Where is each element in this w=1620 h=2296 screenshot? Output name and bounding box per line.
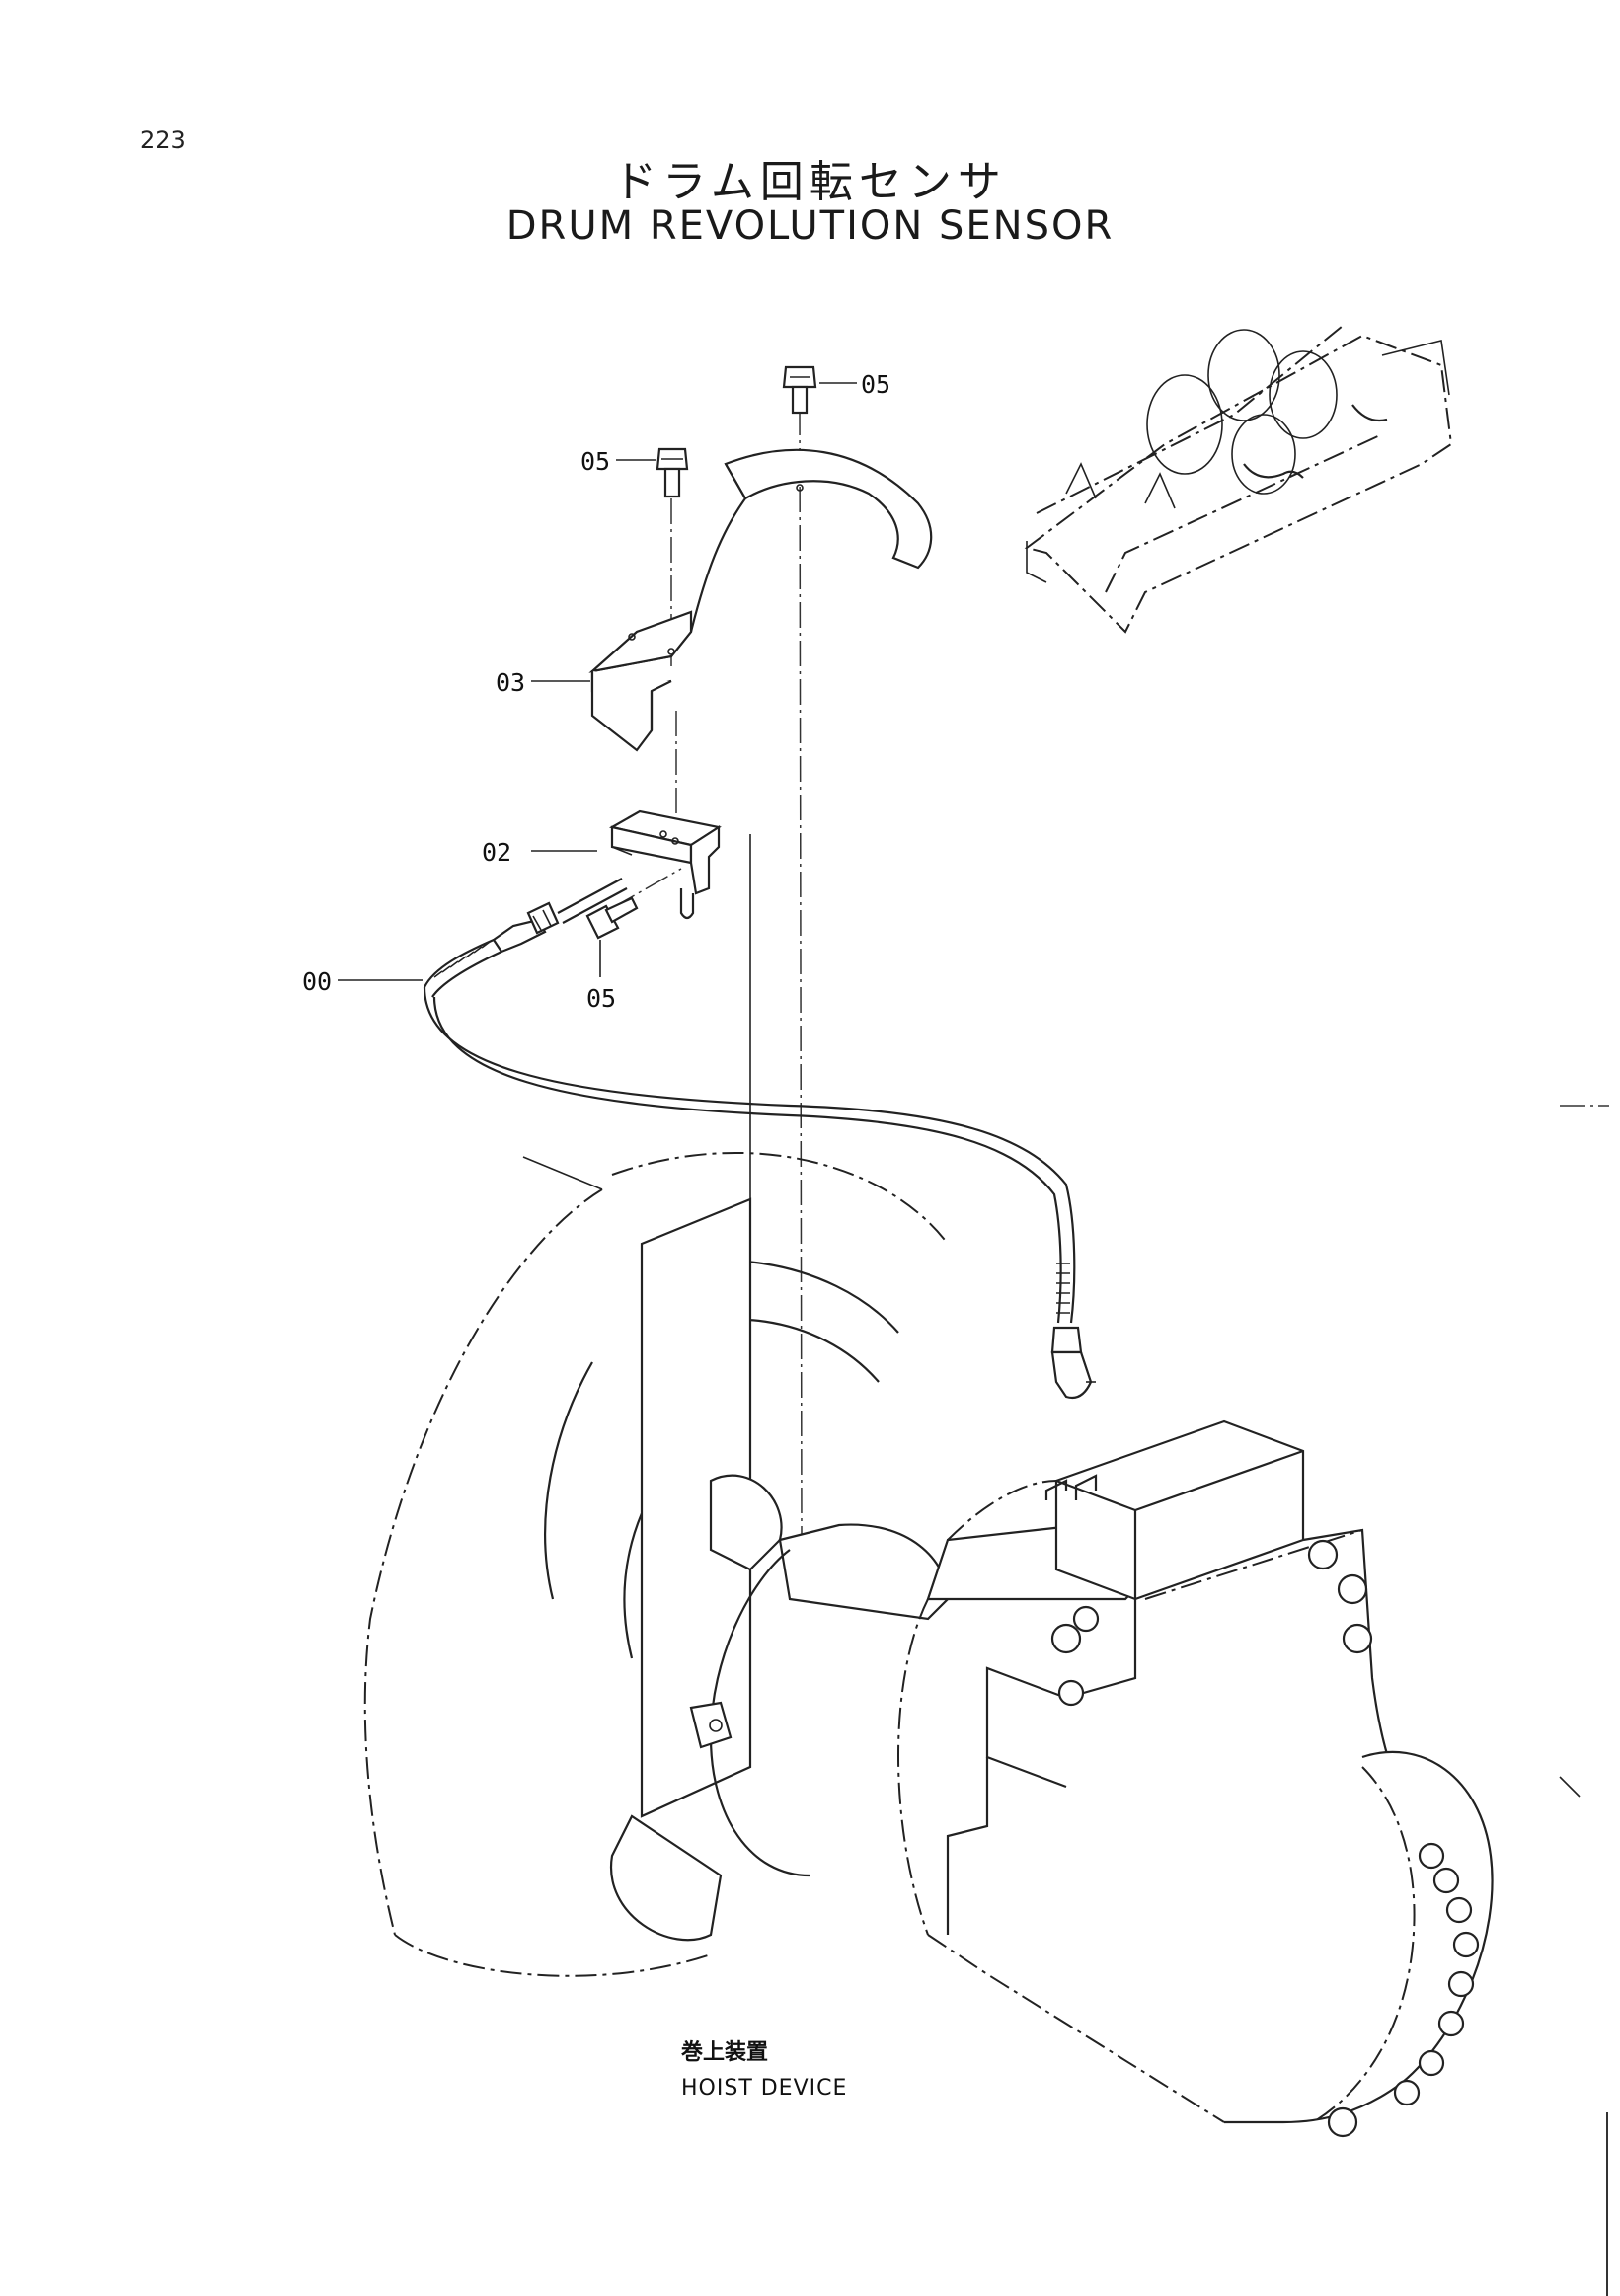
title-english: DRUM REVOLUTION SENSOR: [505, 203, 1115, 249]
callout-bracket: 02: [482, 838, 511, 867]
callout-bolt-lower: 05: [586, 984, 616, 1013]
bolt-05-left: [616, 447, 689, 498]
bracket-02: [531, 809, 751, 1229]
title-japanese: ドラム回転センサ: [613, 157, 1007, 207]
locator-inset: [1024, 325, 1453, 634]
callout-sensor: 00: [302, 967, 332, 996]
hoist-device-label-japanese: 巻上装置: [681, 2039, 768, 2065]
callout-cover: 03: [496, 668, 525, 697]
cover-03: [531, 448, 933, 752]
hoist-device-label-english: HOIST DEVICE: [681, 2076, 847, 2101]
page-number: 223: [140, 126, 186, 154]
bolt-05-lower: [585, 896, 639, 977]
hoist-device: [363, 1151, 1581, 2138]
callout-bolt-top: 05: [861, 370, 890, 399]
callout-bolt-left: 05: [580, 447, 610, 476]
sensor-00: [338, 878, 1096, 1400]
centerline-top-bolt: [799, 409, 803, 1541]
bolt-05-top: [782, 365, 857, 415]
